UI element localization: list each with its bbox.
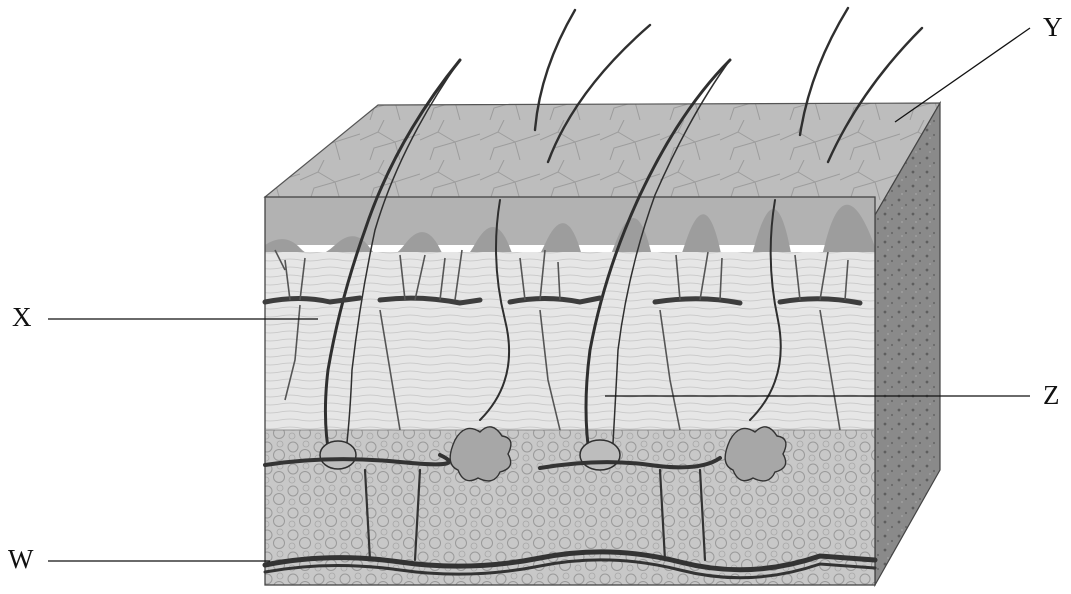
label-w: W	[8, 546, 33, 573]
leader-line-y	[895, 28, 1030, 122]
label-y: Y	[1043, 14, 1063, 41]
label-x: X	[12, 304, 32, 331]
label-z: Z	[1043, 382, 1060, 409]
